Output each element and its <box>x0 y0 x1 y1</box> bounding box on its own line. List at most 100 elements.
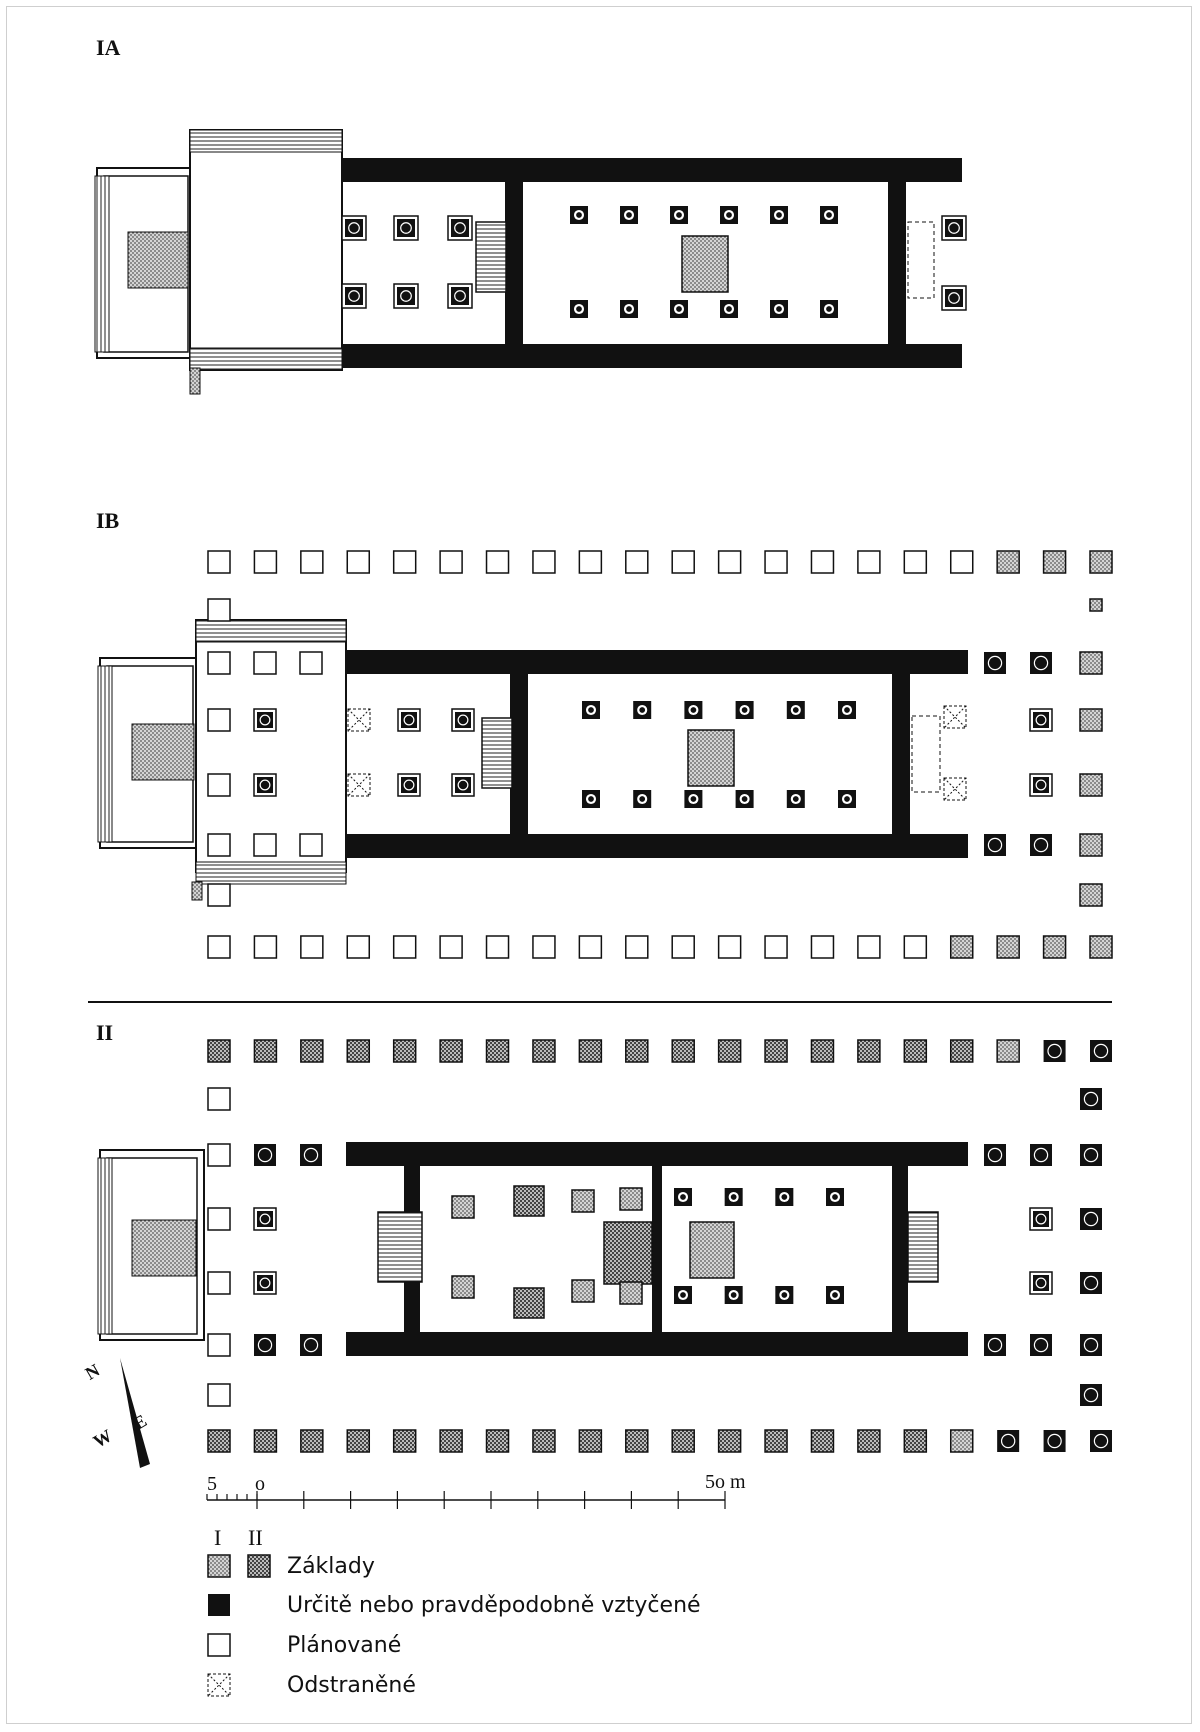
planned-column <box>207 935 231 959</box>
found1-column <box>1089 935 1113 959</box>
found2-column <box>810 1039 835 1063</box>
found2-column <box>253 1429 278 1453</box>
small-column <box>570 206 588 224</box>
erected-column <box>997 1430 1020 1452</box>
small-column <box>620 300 638 318</box>
found2-column <box>513 1185 545 1217</box>
legend-item-foundations: Základy <box>207 1554 375 1579</box>
found1-column <box>949 1429 974 1453</box>
planned-column <box>810 550 835 574</box>
planned-column <box>300 935 324 959</box>
found1-column <box>1089 598 1103 612</box>
erectedb-column <box>341 215 367 241</box>
small-column <box>786 701 805 719</box>
planned-column <box>625 550 649 574</box>
removed-swatch <box>207 1673 231 1697</box>
found2-column <box>207 1429 231 1453</box>
found1-column <box>451 1195 475 1219</box>
small-column <box>720 206 738 224</box>
found1-column <box>451 1275 475 1299</box>
small-column <box>786 790 805 808</box>
small-column <box>633 790 652 808</box>
planned-column <box>625 935 649 959</box>
erected-column <box>1080 1144 1102 1166</box>
erectedb-column <box>941 215 967 241</box>
erected-column <box>254 1334 276 1356</box>
found1-column <box>1042 935 1067 959</box>
altar-terrace <box>97 657 201 849</box>
small-column <box>775 1286 794 1304</box>
erected-column <box>1030 1144 1052 1166</box>
planned-column <box>392 550 417 574</box>
planned-column <box>207 1207 231 1231</box>
planned-column <box>485 550 510 574</box>
planned-column <box>207 708 231 732</box>
removed-steps <box>907 221 935 299</box>
planned-column <box>439 935 463 959</box>
small-column <box>684 701 703 719</box>
erectedb-column <box>253 1271 277 1295</box>
found2-column <box>253 1039 278 1063</box>
found2-column <box>671 1429 695 1453</box>
planned-column <box>207 1143 231 1167</box>
found2-column <box>764 1429 788 1453</box>
legend-header-i: I <box>214 1525 221 1550</box>
foundation-ii-swatch <box>247 1554 271 1578</box>
inner-steps <box>475 221 507 293</box>
found2-column <box>532 1429 556 1453</box>
lower-stairs <box>189 347 343 371</box>
cella-walls <box>342 158 962 368</box>
small-column <box>770 300 788 318</box>
planned-column <box>299 651 323 675</box>
erected-column <box>254 1144 276 1166</box>
planned-column <box>903 550 928 574</box>
legend: I II Základy Určitě nebo pravděpodobně v… <box>207 1525 701 1698</box>
erected-column <box>1080 1088 1102 1110</box>
planned-column <box>764 550 788 574</box>
planned-column <box>671 550 695 574</box>
planned-column <box>207 1271 231 1295</box>
west-shrine <box>603 1221 653 1285</box>
upper-stairs <box>189 129 343 153</box>
planned-column <box>253 935 278 959</box>
erectedb-column <box>341 283 367 309</box>
found1-column <box>1079 651 1103 675</box>
erected-swatch <box>208 1594 230 1616</box>
legend-label: Základy <box>287 1554 375 1579</box>
found2-column <box>439 1429 463 1453</box>
small-column <box>674 1286 692 1304</box>
plan-ia-label: IA <box>96 35 121 60</box>
small-column <box>582 790 600 808</box>
small-column <box>724 1188 743 1206</box>
scale-bar: 5 o 5o m <box>206 1471 746 1509</box>
forecourt <box>189 129 343 371</box>
found2-column <box>671 1039 695 1063</box>
plan-ib-label: IB <box>96 508 120 533</box>
removed-column <box>347 773 371 797</box>
erected-column <box>1080 1384 1102 1406</box>
found1-column <box>949 935 974 959</box>
east-shrine <box>689 1221 735 1279</box>
found2-column <box>857 1429 881 1453</box>
legend-label: Odstraněné <box>287 1673 416 1698</box>
planned-column <box>253 833 277 857</box>
found2-column <box>300 1429 324 1453</box>
small-column <box>670 206 688 224</box>
compass-north: N <box>82 1360 103 1384</box>
erectedb-column <box>393 215 419 241</box>
removed-column <box>347 708 371 732</box>
erectedb-column <box>1029 1207 1053 1231</box>
erected-column <box>984 652 1006 674</box>
planned-column <box>207 833 231 857</box>
planned-column <box>207 1087 231 1111</box>
cella-walls <box>346 1142 968 1356</box>
legend-label: Určitě nebo pravděpodobně vztyčené <box>287 1593 701 1618</box>
small-column <box>820 300 838 318</box>
plan-ii-label: II <box>96 1020 113 1045</box>
found2-column <box>300 1039 324 1063</box>
small-column <box>633 701 652 719</box>
inner-shrine <box>681 235 729 293</box>
planned-column <box>857 550 881 574</box>
upper-stairs <box>195 619 347 643</box>
